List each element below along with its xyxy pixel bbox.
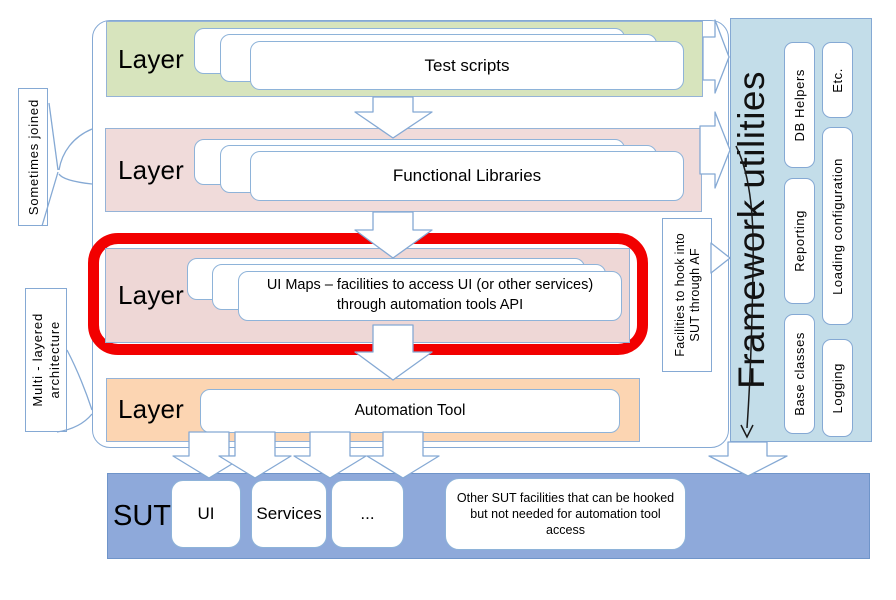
multi-layered-connector-upper <box>66 349 93 411</box>
multi-layered-label-line2: architecture <box>47 321 62 399</box>
layer-label-3: Layer <box>118 280 185 310</box>
framework-box-logging: Logging <box>822 339 853 437</box>
ui-maps-label-line1: UI Maps – facilities to access UI (or ot… <box>266 277 594 294</box>
sometimes-joined-connector-line1 <box>48 102 59 171</box>
other-facilities-label: Other SUT facilities that can be hooked … <box>456 490 675 538</box>
framework-utilities-title: Framework utilities <box>731 71 772 389</box>
sometimes-joined-brace-upper <box>58 128 93 171</box>
sut-box-ui: UI <box>171 480 241 548</box>
multi-layered-callout: Multi - layered architecture <box>25 288 67 432</box>
etc-label: Etc. <box>830 67 845 93</box>
layer-label-1: Layer <box>118 44 185 74</box>
framework-utilities-title-wrap: Framework utilities <box>726 18 778 442</box>
test-scripts-card: Test scripts <box>250 41 684 90</box>
sut-label: SUT <box>113 500 171 532</box>
db-helpers-label: DB Helpers <box>792 68 807 142</box>
facilities-hook-label-line1: Facilities to hook into <box>672 233 687 357</box>
base-classes-label: Base classes <box>792 332 807 416</box>
sut-box-ellipsis: ... <box>331 480 404 548</box>
loading-configuration-label: Loading configuration <box>830 157 845 295</box>
reporting-label: Reporting <box>792 210 807 272</box>
sometimes-joined-brace-lower <box>58 173 93 185</box>
test-scripts-label: Test scripts <box>424 55 510 75</box>
ellipsis-label: ... <box>360 504 375 523</box>
services-label: Services <box>256 504 322 523</box>
sut-box-other-facilities: Other SUT facilities that can be hooked … <box>445 478 686 550</box>
logging-label: Logging <box>830 362 845 414</box>
layer-label-4: Layer <box>118 394 185 424</box>
facilities-hook-label-line2: SUT through AF <box>687 248 702 342</box>
ui-maps-card: UI Maps – facilities to access UI (or ot… <box>238 271 622 321</box>
layer-label-2: Layer <box>118 155 185 185</box>
multi-layered-label-line1: Multi - layered <box>30 313 45 407</box>
ui-label: UI <box>197 504 215 523</box>
functional-libraries-label: Functional Libraries <box>392 166 542 185</box>
ui-maps-label-line2: through automation tools API <box>336 297 524 313</box>
framework-box-reporting: Reporting <box>784 178 815 304</box>
facilities-hook-callout: Facilities to hook into SUT through AF <box>662 218 712 372</box>
sometimes-joined-callout: Sometimes joined <box>18 88 48 226</box>
framework-box-base-classes: Base classes <box>784 314 815 434</box>
sometimes-joined-label: Sometimes joined <box>25 98 41 216</box>
framework-to-sut-arrow-icon <box>708 441 788 477</box>
framework-box-db-helpers: DB Helpers <box>784 42 815 168</box>
functional-libraries-card: Functional Libraries <box>250 151 684 201</box>
framework-box-etc: Etc. <box>822 42 853 118</box>
sut-box-services: Services <box>251 480 327 548</box>
automation-tool-card: Automation Tool <box>200 389 620 433</box>
framework-box-loading-configuration: Loading configuration <box>822 127 853 325</box>
automation-tool-label: Automation Tool <box>354 402 466 419</box>
